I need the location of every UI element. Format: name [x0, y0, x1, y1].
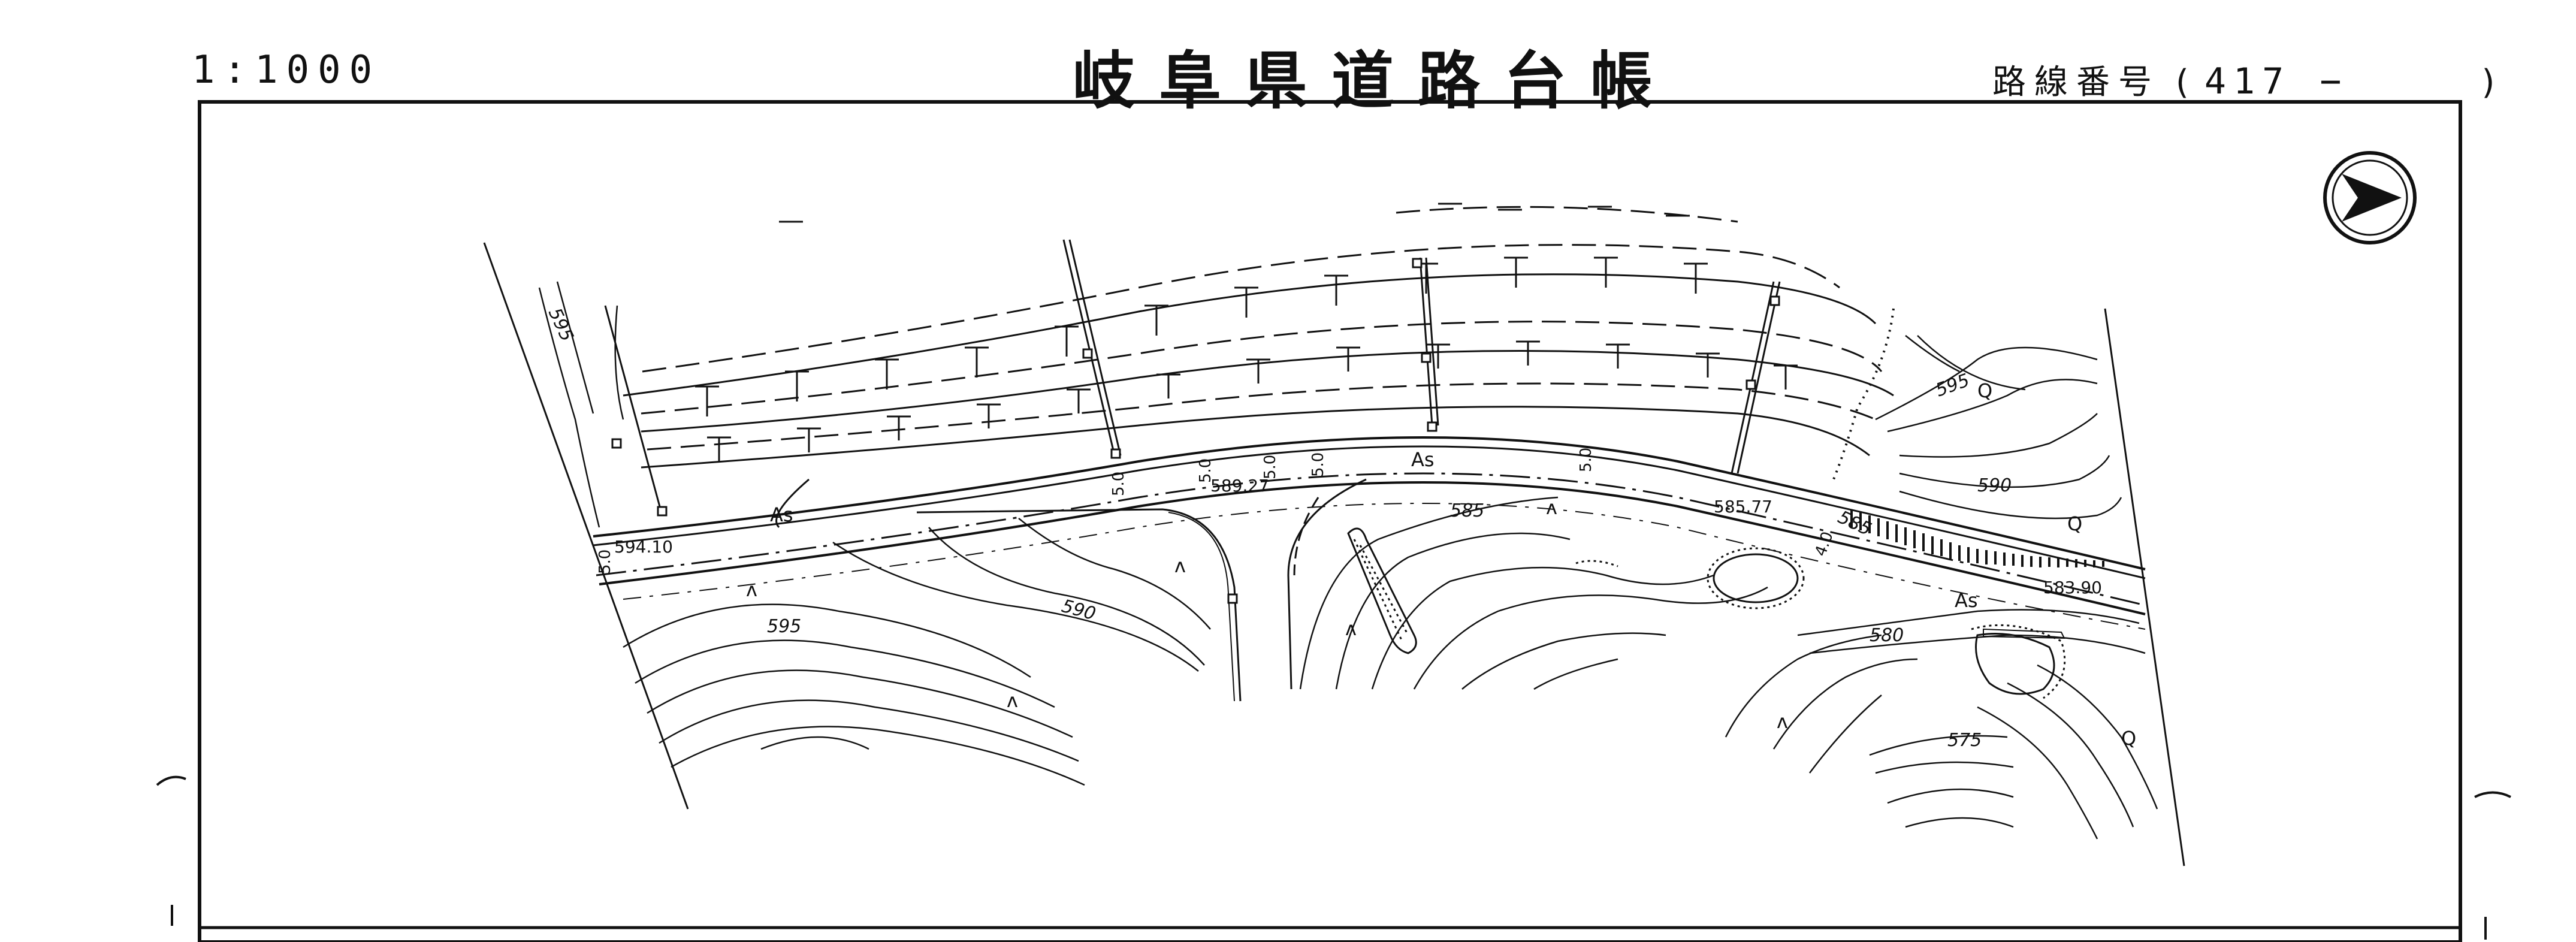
contour-label: 590	[1059, 596, 1098, 625]
pavement-type-label: As	[770, 503, 793, 526]
grass-symbol-icon: ʌ	[1174, 554, 1186, 577]
elevation-label: 585.77	[1714, 497, 1772, 517]
survey-area-boundary	[483, 242, 2185, 866]
contour-label: 590	[1977, 475, 2012, 496]
contour-label: 575	[1947, 730, 1982, 751]
route-number-label: 路線番号	[1992, 63, 2160, 102]
contours-center	[1299, 496, 1918, 774]
embankment-hachures	[1850, 509, 2104, 567]
road-width-labels: 5.0 5.0 5.0 5.0 5.0 5.0 4.0	[596, 448, 1837, 574]
road-width-label: 5.0	[1110, 472, 1128, 496]
road-width-label: 5.0	[596, 550, 614, 574]
vegetation-symbols: ʌ ʌ ʌ ʌ ʌ ʌ Q Q Q	[746, 379, 2136, 750]
route-close-paren: )	[2481, 63, 2495, 102]
route-number-value: 417 −	[2204, 61, 2349, 102]
road-width-label: 5.0	[1309, 452, 1327, 477]
sheet-frame	[156, 100, 2511, 942]
road-width-label: 5.0	[1197, 458, 1215, 483]
map-scale: 1:1000	[192, 48, 381, 92]
contour-label: 585	[1450, 500, 1484, 521]
contours-far-left	[538, 281, 624, 528]
road-width-label: 4.0	[1811, 529, 1837, 558]
contours-left	[623, 518, 1211, 786]
route-open-paren: (	[2176, 63, 2189, 102]
grass-symbol-icon: ʌ	[1007, 689, 1018, 712]
elevation-label: 589.27	[1210, 476, 1269, 496]
pavement-type-label: As	[1955, 589, 1978, 612]
pavement-labels: As As As	[770, 448, 1978, 612]
road-width-label: 5.0	[1577, 448, 1595, 472]
road-width-label: 5.0	[1261, 455, 1279, 479]
contour-label: 580	[1870, 625, 1904, 646]
contour-label: 595	[767, 616, 801, 637]
contours-right	[1797, 335, 2158, 840]
tree-symbol-icon: Q	[1977, 379, 1992, 402]
elevation-label: 583.90	[2043, 578, 2102, 597]
sheet-header: 1:1000 岐阜県道路台帳 路線番号 ( 417 − )	[0, 0, 2576, 117]
grass-symbol-icon: ʌ	[1777, 710, 1788, 733]
contour-labels: 595 595 590 585 595 590 585 580 575	[544, 305, 2012, 751]
pavement-type-label: As	[1411, 448, 1435, 471]
elevation-labels: 594.10 589.27 585.77 583.90	[614, 476, 2102, 597]
sheet-title: 岐阜県道路台帳	[1073, 44, 1677, 117]
grass-symbol-icon: ʌ	[1345, 617, 1357, 640]
grass-symbol-icon: ʌ	[1546, 496, 1557, 519]
tree-symbol-icon: Q	[2067, 512, 2082, 535]
north-arrow-icon	[2323, 151, 2417, 244]
side-road	[775, 478, 1367, 702]
main-road	[593, 436, 2146, 630]
elevation-label: 594.10	[614, 537, 673, 557]
tree-symbol-icon: Q	[2121, 727, 2136, 750]
route-number-field: 路線番号 ( 417 − )	[1992, 55, 2495, 104]
contour-label: 595	[1933, 370, 1973, 401]
slope-hachures	[695, 203, 1798, 461]
grass-symbol-icon: ʌ	[746, 578, 757, 601]
earthwork-mounds	[1347, 527, 2066, 699]
dotted-boundaries	[1832, 308, 1895, 480]
utility-lines	[604, 239, 1781, 517]
